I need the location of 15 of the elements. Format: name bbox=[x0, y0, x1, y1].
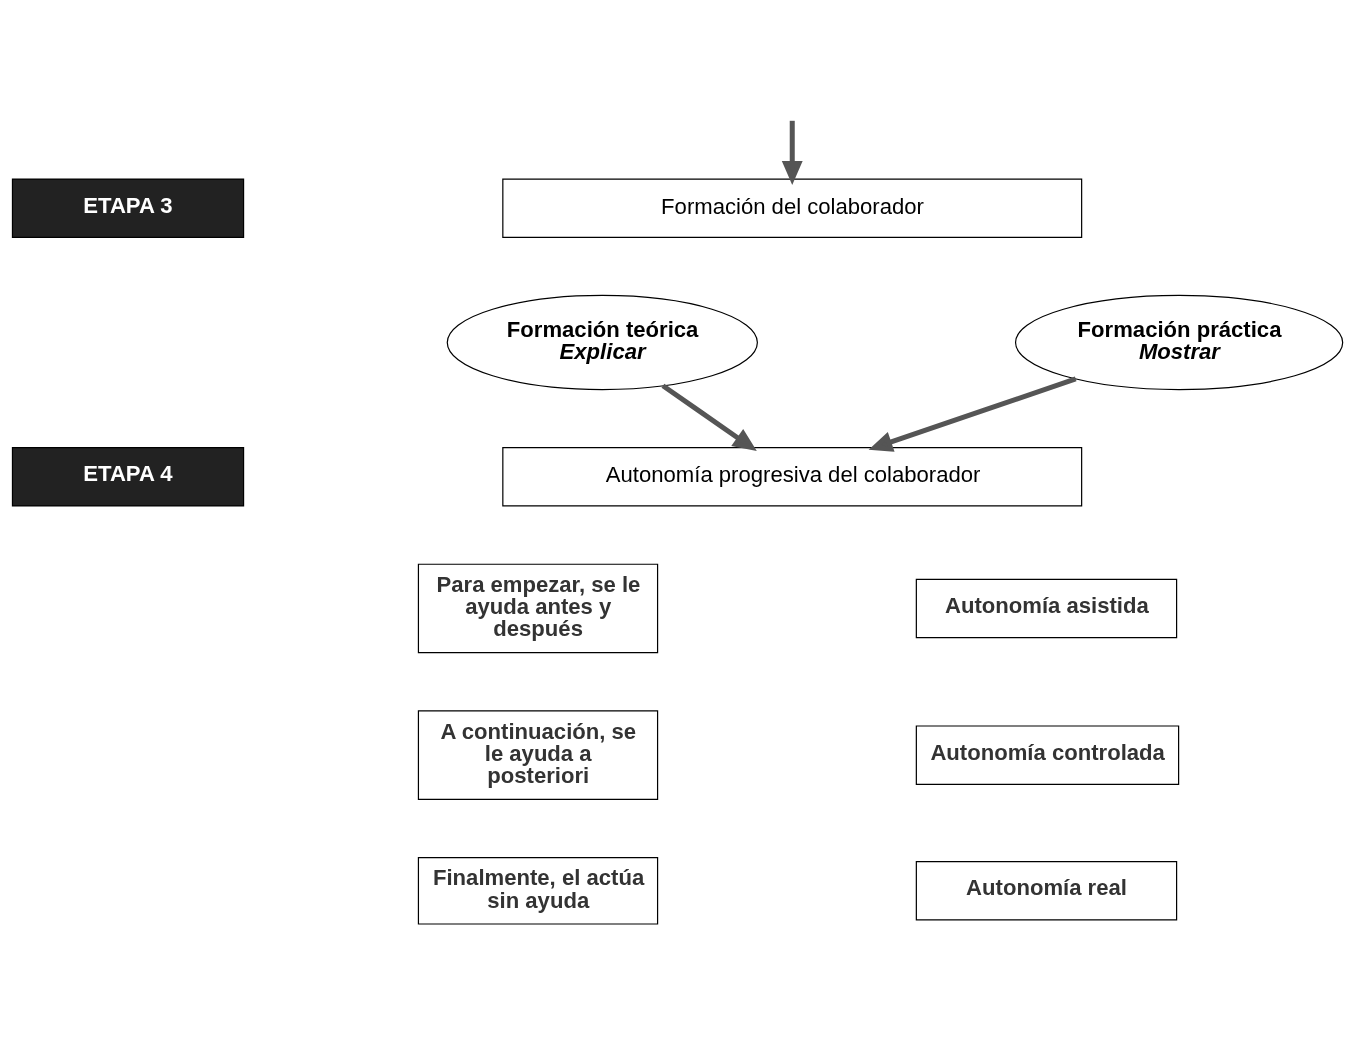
arrow bbox=[781, 120, 803, 185]
node-ellipse: Formación práctica Mostrar bbox=[1014, 294, 1344, 390]
node-box: Para empezar, se le ayuda antes y después bbox=[417, 563, 659, 653]
node-ellipse: Formación teórica Explicar bbox=[446, 294, 758, 390]
node-box: A continuación, se le ayuda a posteriori bbox=[417, 709, 659, 800]
node-box: ETAPA 3 bbox=[11, 177, 245, 238]
node-box: Finalmente, el actúa sin ayuda bbox=[417, 856, 659, 925]
node-box: Autonomía real bbox=[915, 860, 1178, 921]
arrow bbox=[661, 383, 757, 451]
node-box: Autonomía asistida bbox=[915, 578, 1178, 638]
node-box: Formación del colaborador bbox=[502, 177, 1083, 238]
arrow bbox=[868, 376, 1077, 452]
node-box: ETAPA 4 bbox=[11, 446, 245, 507]
node-box: Autonomía controlada bbox=[915, 724, 1180, 785]
node-box: Autonomía progresiva del colaborador bbox=[502, 446, 1083, 507]
